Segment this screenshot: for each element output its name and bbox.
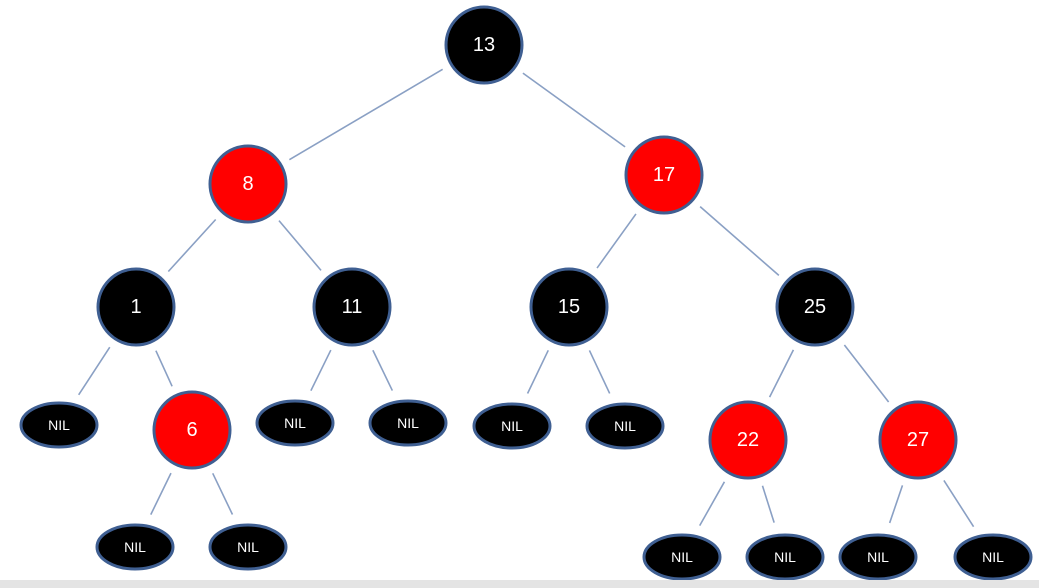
nil-node-shape <box>745 533 825 581</box>
tree-edge-8-11 <box>278 220 322 271</box>
node-17-circle <box>624 135 704 215</box>
tree-edge-11-nil <box>310 349 332 392</box>
bottom-border <box>0 580 1039 588</box>
node-6-circle <box>152 390 232 470</box>
node-11-label: 11 <box>342 296 363 318</box>
nil-node-shape <box>95 523 175 571</box>
node-13-label: 13 <box>473 34 495 56</box>
tree-edge-1-6 <box>155 350 173 387</box>
tree-node-13: 13 <box>444 5 524 85</box>
tree-node-27: 27 <box>878 400 958 480</box>
node-25-circle <box>775 267 855 347</box>
tree-edge-13-17 <box>522 72 626 148</box>
nil-node-shape <box>642 533 722 581</box>
tree-node-11: 11 <box>312 267 392 347</box>
tree-edges <box>78 68 975 528</box>
tree-edge-1-nil <box>78 346 111 396</box>
nil-node-label: NIL <box>614 418 636 434</box>
tree-edge-11-nil <box>372 349 394 391</box>
tree-edge-6-nil <box>150 472 172 515</box>
node-17-label: 17 <box>653 164 675 186</box>
node-11-circle <box>312 267 392 347</box>
tree-edge-27-nil <box>888 485 904 524</box>
nil-leaf-node: NIL <box>953 533 1033 581</box>
tree-edge-13-8 <box>288 68 444 161</box>
node-1-circle <box>96 267 176 347</box>
node-22-circle <box>708 400 788 480</box>
nil-node-shape <box>585 402 665 450</box>
nil-leaf-node: NIL <box>642 533 722 581</box>
tree-edge-22-nil <box>761 485 775 523</box>
tree-node-17: 17 <box>624 135 704 215</box>
nil-leaf-node: NIL <box>255 399 335 447</box>
nil-leaf-node: NIL <box>368 399 448 447</box>
nil-node-label: NIL <box>982 549 1004 565</box>
tree-edge-17-25 <box>699 205 780 277</box>
tree-node-6: 6 <box>152 390 232 470</box>
nil-node-label: NIL <box>774 549 796 565</box>
tree-edge-15-nil <box>526 349 549 394</box>
nil-node-shape <box>953 533 1033 581</box>
node-27-label: 27 <box>907 429 929 451</box>
tree-node-25: 25 <box>775 267 855 347</box>
node-8-circle <box>208 144 288 224</box>
nil-leaf-node: NIL <box>745 533 825 581</box>
node-27-circle <box>878 400 958 480</box>
node-13-circle <box>444 5 524 85</box>
nil-node-label: NIL <box>124 539 146 555</box>
node-25-label: 25 <box>804 296 826 318</box>
nil-leaf-node: NIL <box>208 523 288 571</box>
node-15-label: 15 <box>558 296 580 318</box>
tree-node-8: 8 <box>208 144 288 224</box>
node-8-label: 8 <box>242 173 253 195</box>
nil-node-shape <box>838 533 918 581</box>
nil-node-shape <box>19 401 99 449</box>
nil-node-shape <box>368 399 448 447</box>
tree-node-1: 1 <box>96 267 176 347</box>
nil-node-label: NIL <box>867 549 889 565</box>
tree-edge-6-nil <box>212 472 234 515</box>
nil-leaf-node: NIL <box>95 523 175 571</box>
node-22-label: 22 <box>737 429 759 451</box>
tree-edge-25-27 <box>843 344 890 403</box>
node-15-circle <box>529 267 609 347</box>
nil-node-label: NIL <box>501 418 523 434</box>
nil-leaf-node: NIL <box>585 402 665 450</box>
tree-edge-8-1 <box>167 218 217 273</box>
tree-edge-25-22 <box>768 349 795 398</box>
tree-node-22: 22 <box>708 400 788 480</box>
nil-node-label: NIL <box>48 417 70 433</box>
nil-node-label: NIL <box>284 415 306 431</box>
tree-edge-27-nil <box>943 479 975 528</box>
nil-node-label: NIL <box>671 549 693 565</box>
nil-node-shape <box>472 402 552 450</box>
tree-edge-15-nil <box>588 350 611 394</box>
nil-node-label: NIL <box>397 415 419 431</box>
tree-edge-17-15 <box>596 213 637 269</box>
nil-leaf-node: NIL <box>838 533 918 581</box>
nil-leaf-node: NIL <box>472 402 552 450</box>
tree-node-15: 15 <box>529 267 609 347</box>
nil-node-label: NIL <box>237 539 259 555</box>
node-6-label: 6 <box>186 419 197 441</box>
nil-node-shape <box>255 399 335 447</box>
node-1-label: 1 <box>130 296 141 318</box>
nil-leaf-node: NIL <box>19 401 99 449</box>
nil-node-shape <box>208 523 288 571</box>
tree-edge-22-nil <box>698 481 726 527</box>
